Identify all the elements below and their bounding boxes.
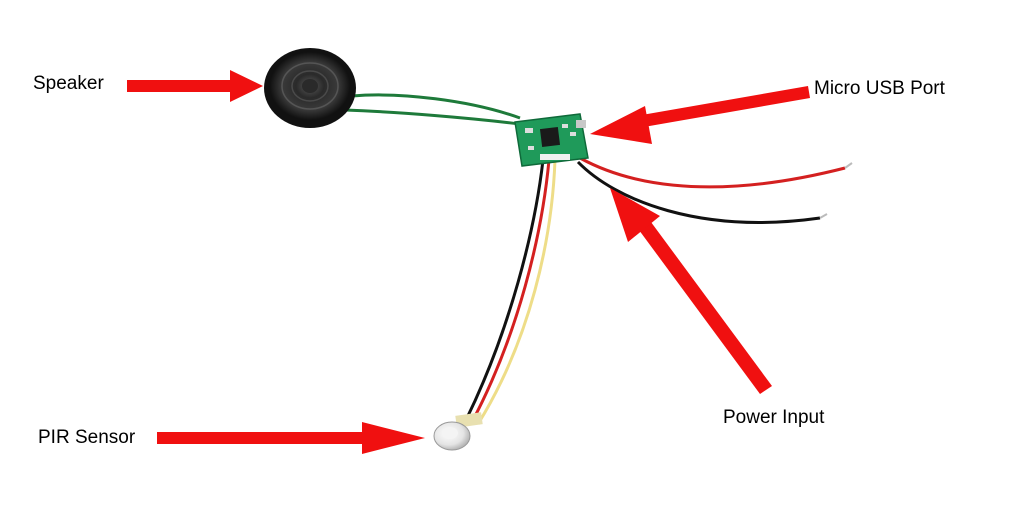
arrow-speaker: [127, 70, 263, 102]
power-wires: [576, 156, 853, 224]
micro-usb-port-label: Micro USB Port: [814, 78, 945, 99]
power-input-label: Power Input: [723, 407, 825, 428]
arrow-pir-sensor: [157, 422, 425, 454]
pir-sensor-label: PIR Sensor: [38, 427, 136, 448]
micro-usb-port: [576, 120, 586, 128]
pir-sensor-icon: [433, 412, 483, 451]
arrow-micro-usb: [590, 86, 810, 144]
arrow-power-input: [610, 188, 772, 394]
circuit-board-icon: [514, 113, 589, 167]
speaker-wires: [344, 93, 521, 126]
speaker-label: Speaker: [33, 73, 104, 94]
sensor-wires: [464, 159, 557, 425]
speaker-icon: [264, 48, 356, 128]
